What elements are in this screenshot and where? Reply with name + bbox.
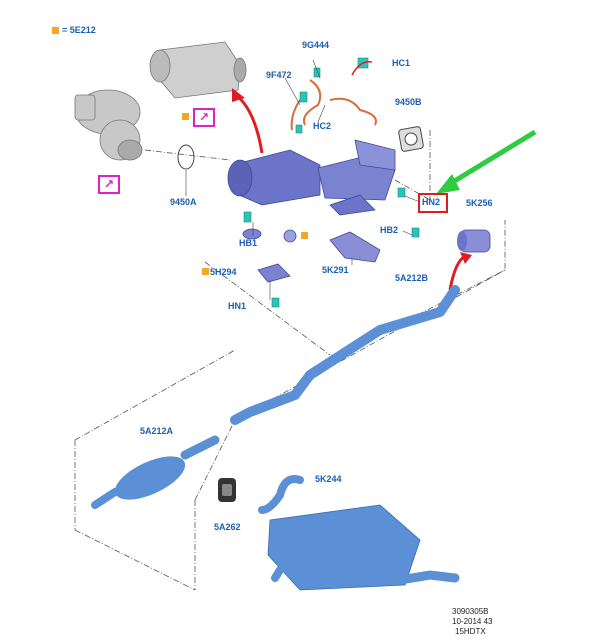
red-arrow-head [232,88,245,102]
turbocharger [74,89,143,161]
label-hb1: HB1 [239,238,258,248]
label-5a212a: 5A212A [140,426,174,436]
footer-model: 15HDTX [455,627,486,636]
label-5a212b: 5A212B [395,273,429,283]
legend-text: = 5E212 [62,25,96,35]
catalytic-converter-grey [149,41,247,99]
diesel-particulate-filter [227,139,396,216]
red-arrow-clamp-head [460,252,472,264]
washer [283,229,297,243]
label-9450a: 9450A [170,197,197,207]
clamp-5k256 [457,229,491,253]
label-hn2: HN2 [422,197,441,207]
label-9g444: 9G444 [302,40,330,50]
pipe-5a212b [230,285,460,425]
sensor-hoses [290,79,377,131]
part-marker-square [182,113,189,120]
label-5k291: 5K291 [322,265,349,275]
gasket-9450a [177,144,195,170]
magnifier-arrow-icon: ↗ [103,177,115,191]
highlight-box-hn2[interactable]: HN2 [418,193,448,213]
bracket-5k291 [329,231,381,263]
part-marker-square [301,232,308,239]
magnifier-arrow-icon: ↗ [198,110,210,124]
label-5k244: 5K244 [315,474,342,484]
label-hn1: HN1 [228,301,247,311]
green-arrow [446,129,537,188]
bracket-5h294 [257,263,291,283]
label-5k256: 5K256 [466,198,493,208]
label-5h294: 5H294 [210,267,237,277]
construction-lines [74,130,506,591]
detail-view-icon[interactable]: ↗ [193,108,215,127]
label-hc2: HC2 [313,121,332,131]
red-arrow-up [235,93,264,154]
mount-hb1 [242,228,262,240]
label-hc1: HC1 [392,58,411,68]
label-9f472: 9F472 [266,70,292,80]
footer-code: 3090305B [452,607,489,616]
legend-swatch [52,27,59,35]
label-5a262: 5A262 [214,522,241,532]
footer-date: 10-2014 43 [452,617,493,626]
red-arrow-clamp [448,254,466,291]
rear-muffler-5k244 [258,475,460,591]
red-wire [351,61,373,76]
detail-view-icon[interactable]: ↗ [98,175,120,194]
hanger-5a262 [218,478,236,502]
green-arrow-head [436,174,460,194]
leader-lines [185,59,421,300]
part-marker-square [202,268,209,275]
label-hb2: HB2 [380,225,399,235]
legend: = 5E212 [52,25,96,35]
front-muffler-5a212a [91,435,220,509]
label-9450b: 9450B [395,97,422,107]
gasket-9450b [398,126,424,152]
